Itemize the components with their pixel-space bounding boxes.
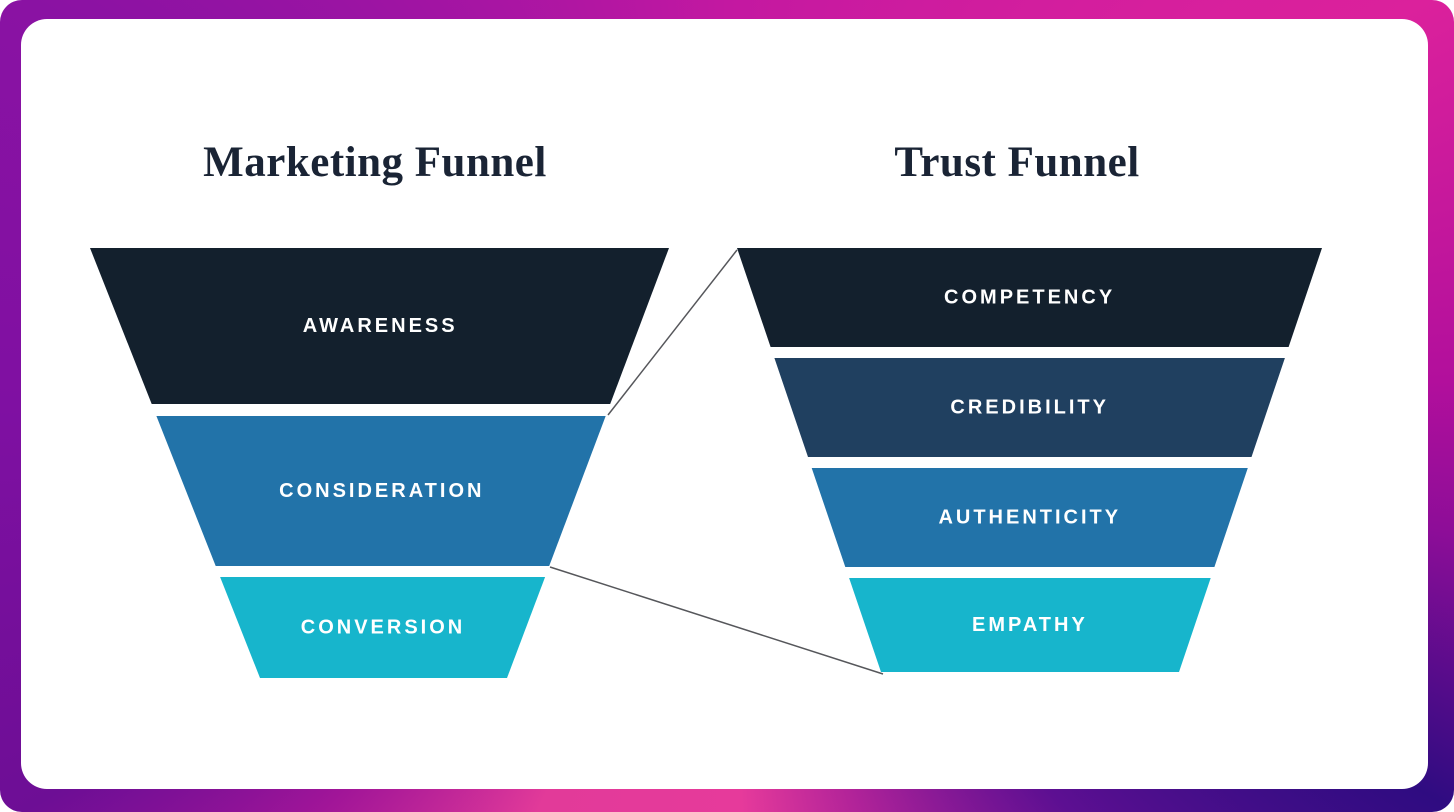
funnel-connector-line: [607, 249, 738, 416]
funnel-stage-label: CONSIDERATION: [279, 480, 484, 502]
funnel-stage-shape: [220, 577, 546, 678]
funnel-stage-label: CONVERSION: [301, 617, 465, 639]
trust-funnel-title: Trust Funnel: [894, 139, 1140, 186]
funnel-stage-label: AUTHENTICITY: [938, 507, 1121, 529]
funnel-stage-label: COMPETENCY: [944, 287, 1115, 309]
funnel-stage-shape: [156, 416, 606, 566]
funnel-stage-shape: [774, 358, 1285, 457]
funnel-stage-label: EMPATHY: [972, 614, 1088, 636]
marketing-funnel-title: Marketing Funnel: [203, 139, 547, 186]
funnel-stage-shape: [849, 578, 1211, 672]
funnel-stage-label: AWARENESS: [303, 315, 458, 337]
funnel-stage-shape: [811, 468, 1248, 567]
funnel-connector-line: [549, 566, 884, 675]
funnel-stage-shape: [90, 248, 669, 404]
funnel-stage-label: CREDIBILITY: [950, 397, 1109, 419]
funnel-stage-shape: [737, 248, 1322, 347]
